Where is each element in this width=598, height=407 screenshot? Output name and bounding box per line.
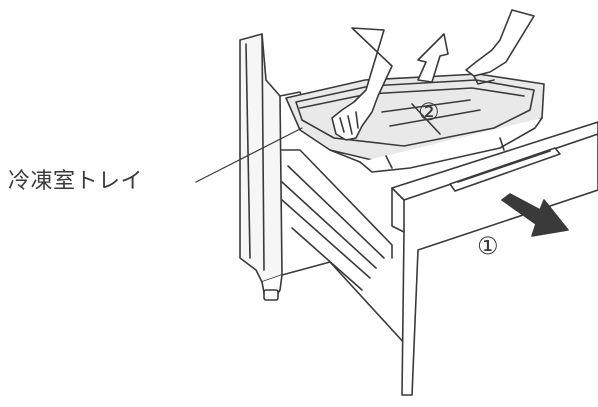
lift-arrow-icon xyxy=(418,34,448,82)
step-1-marker: ① xyxy=(477,234,499,258)
step-2-marker: ② xyxy=(418,100,440,124)
freezer-tray-label: 冷凍室トレイ xyxy=(8,163,143,195)
hand-right-icon xyxy=(466,10,534,84)
